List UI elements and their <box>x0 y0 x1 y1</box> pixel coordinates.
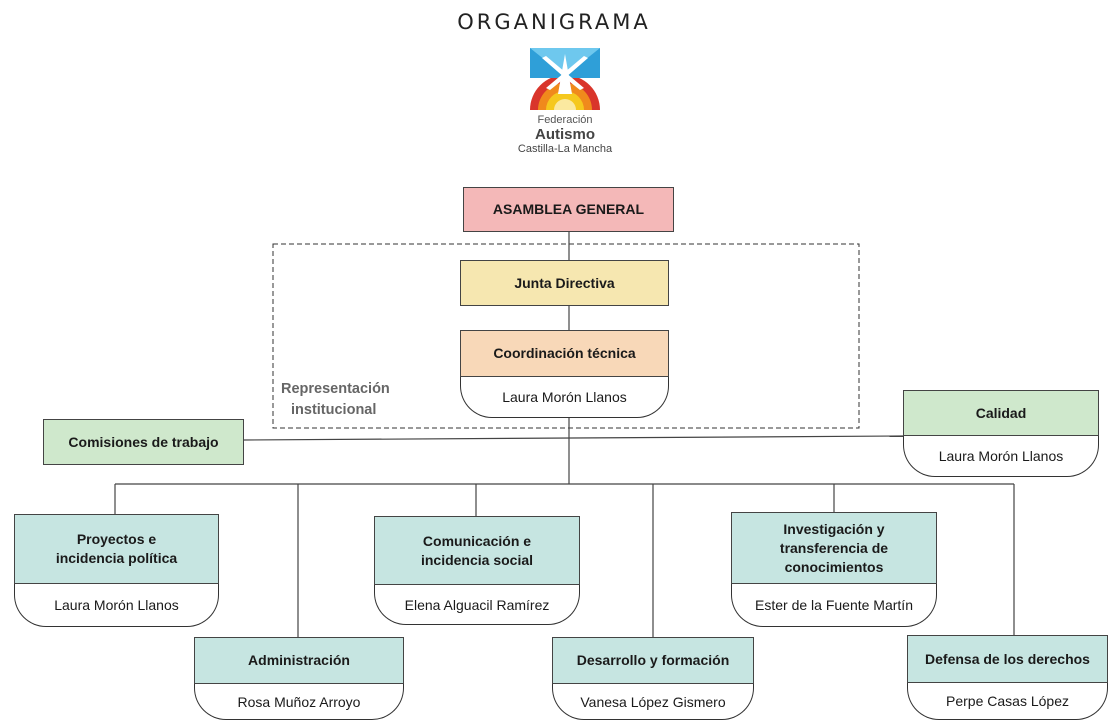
representation-label: Representación institucional <box>281 379 390 421</box>
node-comunicacion-label-line1: Comunicación e <box>422 532 532 549</box>
representation-label-line1: Representación <box>281 381 390 397</box>
page-title: ORGANIGRAMA <box>457 10 651 34</box>
logo-text-region: Castilla-La Mancha <box>517 143 613 155</box>
node-comisiones-label: Comisiones de trabajo <box>68 433 219 450</box>
node-comunicacion-incidencia: Comunicación e incidencia social <box>374 516 580 585</box>
node-coordinacion-tecnica: Coordinación técnica <box>460 330 669 377</box>
node-proyectos-incidencia: Proyectos e incidencia política <box>14 514 219 584</box>
node-proyectos-label-line1: Proyectos e <box>76 531 157 547</box>
node-investigacion-person: Ester de la Fuente Martín <box>731 584 937 627</box>
logo-mark-icon <box>530 48 600 110</box>
node-calidad-label: Calidad <box>975 404 1027 421</box>
node-proyectos-label-line2: incidencia política <box>55 550 178 566</box>
node-comisiones-trabajo: Comisiones de trabajo <box>43 419 244 465</box>
node-investigacion-label-line3: conocimientos <box>784 558 884 575</box>
node-administracion: Administración <box>194 637 404 684</box>
node-defensa-label: Defensa de los derechos <box>925 650 1090 667</box>
node-calidad: Calidad <box>903 390 1099 436</box>
node-proyectos-person: Laura Morón Llanos <box>14 584 219 627</box>
representation-dashed-frame <box>272 243 860 429</box>
logo-text-federacion: Federación <box>537 114 593 126</box>
node-investigacion-transferencia: Investigación y transferencia de conocim… <box>731 512 937 584</box>
node-defensa-derechos: Defensa de los derechos <box>907 635 1108 683</box>
node-asamblea-general: ASAMBLEA GENERAL <box>463 187 674 232</box>
node-investigacion-label-line1: Investigación y <box>783 520 885 537</box>
node-junta-directiva: Junta Directiva <box>460 260 669 306</box>
node-desarrollo-label: Desarrollo y formación <box>576 652 730 668</box>
node-asamblea-label: ASAMBLEA GENERAL <box>492 201 645 217</box>
connector-comisiones-calidad <box>243 435 904 441</box>
node-investigacion-label-line2: transferencia de <box>779 539 889 556</box>
node-administracion-person: Rosa Muñoz Arroyo <box>194 684 404 720</box>
node-coordinacion-person: Laura Morón Llanos <box>460 377 669 418</box>
logo-text-autismo: Autismo <box>535 126 595 143</box>
node-desarrollo-person: Vanesa López Gismero <box>552 684 754 720</box>
node-administracion-label: Administración <box>248 652 350 668</box>
node-junta-label: Junta Directiva <box>514 274 615 291</box>
node-desarrollo-formacion: Desarrollo y formación <box>552 637 754 684</box>
node-coordinacion-label: Coordinación técnica <box>493 345 636 361</box>
node-calidad-person: Laura Morón Llanos <box>903 436 1099 477</box>
node-defensa-person: Perpe Casas López <box>907 683 1108 720</box>
representation-label-line2: institucional <box>291 402 377 418</box>
logo: Federación Autismo Castilla-La Mancha <box>505 48 625 168</box>
node-comunicacion-person: Elena Alguacil Ramírez <box>374 585 580 625</box>
node-comunicacion-label-line2: incidencia social <box>420 551 534 568</box>
